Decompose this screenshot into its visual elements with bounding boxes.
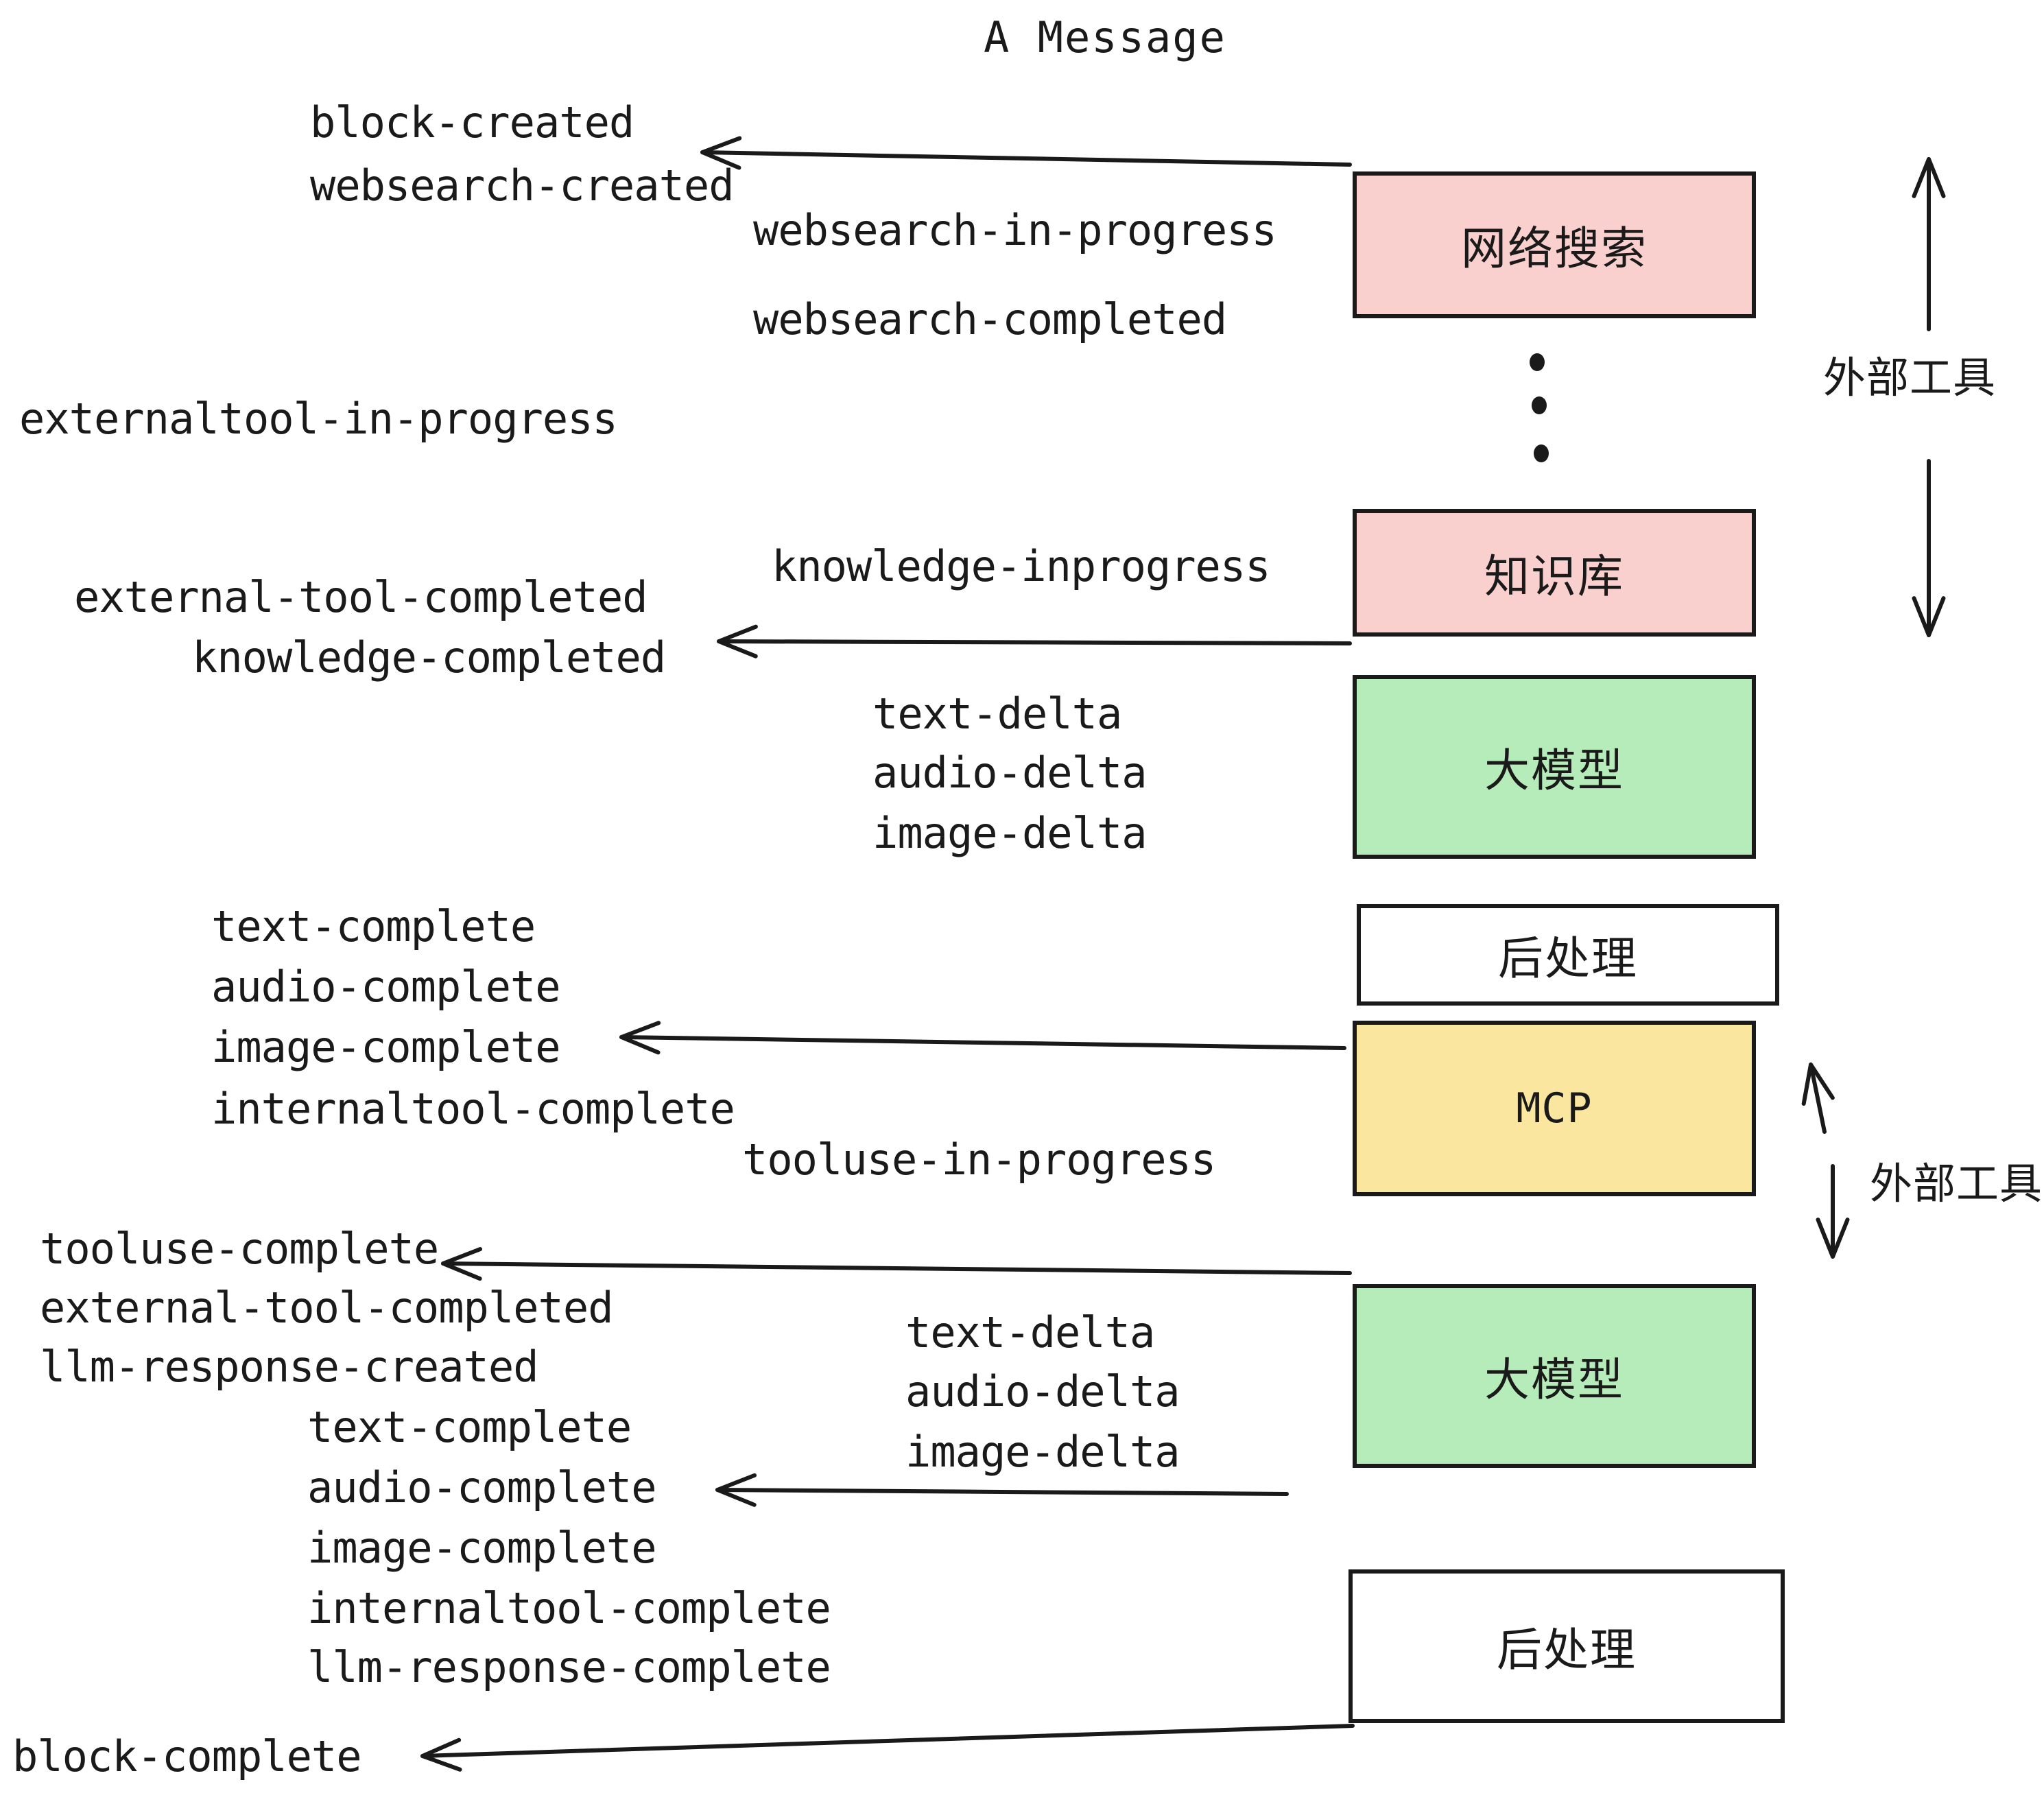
side-label-external-tool-upper: 外部工具: [1823, 353, 1997, 403]
event-label-websearch-in-progress: websearch-in-progress: [753, 205, 1277, 255]
event-label-tooluse-in-progress: tooluse-in-progress: [742, 1135, 1216, 1185]
ellipsis-dot: [1534, 444, 1549, 462]
event-label-internaltool-complete-second: internaltool-complete: [307, 1583, 831, 1633]
node-llm-first[interactable]: 大模型: [1353, 675, 1756, 859]
event-label-block-complete: block-complete: [12, 1731, 362, 1781]
node-llm-second[interactable]: 大模型: [1353, 1284, 1756, 1468]
page-title: A Message: [984, 12, 1226, 62]
event-label-block-created: block-created: [310, 97, 634, 147]
event-label-tooluse-complete: tooluse-complete: [40, 1224, 439, 1274]
side-label-external-tool-lower: 外部工具: [1870, 1159, 2043, 1209]
arrow-block-created: [700, 136, 1352, 170]
event-label-image-delta-second: image-delta: [905, 1427, 1180, 1477]
event-label-audio-complete-first: audio-complete: [211, 962, 561, 1012]
arrow-tooluse-complete: [441, 1247, 1352, 1281]
arrow-external-tool-1-down: [1912, 459, 1946, 637]
arrow-block-complete: [420, 1724, 1355, 1772]
event-label-llm-response-created: llm-response-created: [40, 1342, 539, 1392]
event-label-audio-delta-second: audio-delta: [905, 1366, 1180, 1416]
event-label-internaltool-complete-first: internaltool-complete: [211, 1084, 735, 1134]
node-websearch[interactable]: 网络搜索: [1353, 171, 1756, 318]
arrow-image-complete: [619, 1021, 1346, 1055]
event-label-audio-complete-second: audio-complete: [307, 1462, 657, 1512]
event-label-text-complete-first: text-complete: [211, 901, 536, 951]
event-label-image-complete-second: image-complete: [307, 1523, 657, 1573]
node-postprocess-second[interactable]: 后处理: [1348, 1569, 1785, 1723]
arrow-external-tool-2-down: [1816, 1164, 1850, 1259]
arrow-knowledge-completed: [717, 624, 1352, 658]
event-label-image-complete-first: image-complete: [211, 1022, 561, 1072]
event-label-knowledge-completed: knowledge-completed: [192, 632, 666, 683]
event-label-llm-response-complete: llm-response-complete: [307, 1642, 831, 1692]
event-label-external-tool-completed-first: external-tool-completed: [74, 572, 648, 622]
event-label-image-delta-first: image-delta: [872, 808, 1148, 858]
ellipsis-dot: [1532, 396, 1547, 414]
event-label-websearch-created: websearch-created: [310, 161, 735, 211]
event-label-websearch-completed: websearch-completed: [753, 294, 1227, 344]
node-mcp[interactable]: MCP: [1353, 1021, 1756, 1196]
ellipsis-dot: [1530, 353, 1545, 371]
event-label-externaltool-in-progress: externaltool-in-progress: [19, 394, 618, 444]
event-label-external-tool-completed-second: external-tool-completed: [40, 1283, 614, 1333]
event-label-text-delta-second: text-delta: [905, 1307, 1155, 1357]
arrow-audio-complete: [715, 1473, 1289, 1507]
event-label-knowledge-inprogress: knowledge-inprogress: [772, 541, 1271, 591]
arrow-external-tool-2-up: [1801, 1063, 1835, 1134]
event-label-text-complete-second: text-complete: [307, 1402, 632, 1452]
event-label-audio-delta-first: audio-delta: [872, 748, 1148, 798]
node-knowledge-base[interactable]: 知识库: [1353, 509, 1756, 637]
event-label-text-delta-first: text-delta: [872, 689, 1122, 739]
node-postprocess-first[interactable]: 后处理: [1357, 904, 1779, 1006]
arrow-external-tool-1-up: [1912, 157, 1946, 331]
